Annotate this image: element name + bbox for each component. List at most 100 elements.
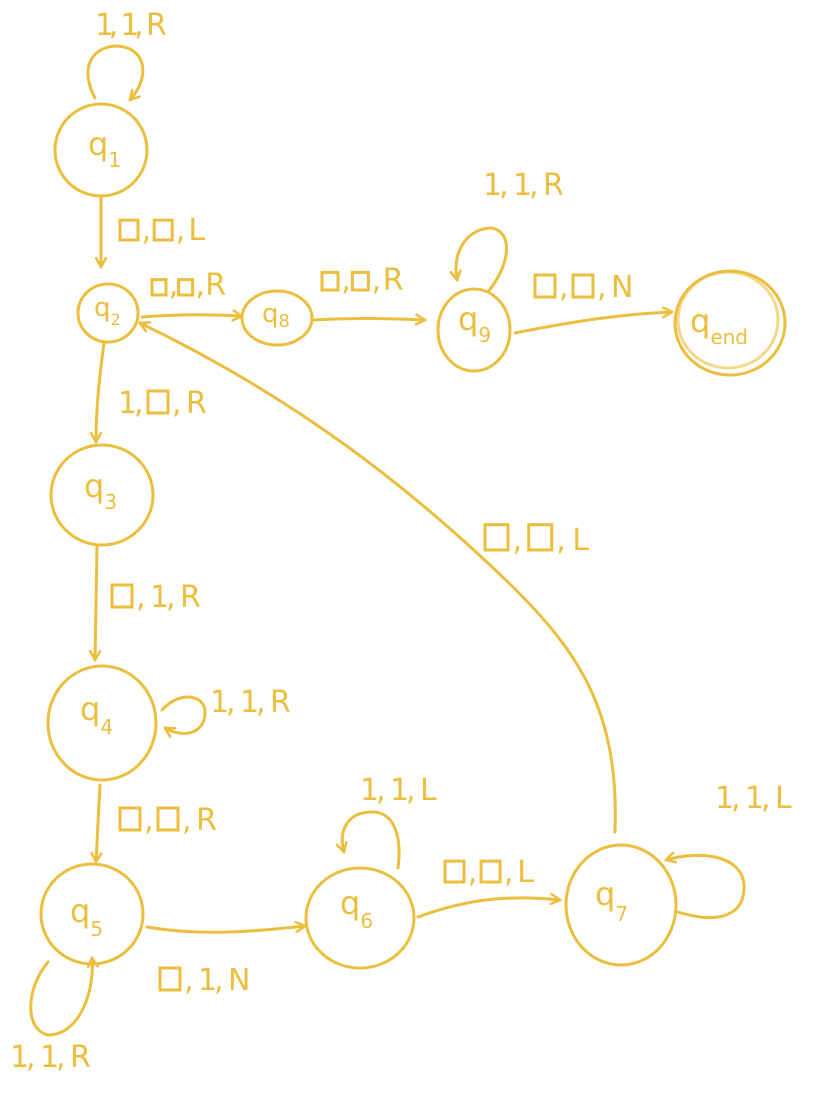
label-comma: , [529,168,539,203]
label-comma: , [184,963,194,998]
transition-label-q3-q4: ,1,R [110,580,201,615]
state-q9 [436,287,512,373]
transition-label-q1-q1: 1,1,R [95,8,167,43]
state-q1-name: q1 [88,125,121,172]
label-read-blank-symbol [533,273,557,299]
label-move: L [517,855,534,890]
state-qend-name: qend [690,302,748,349]
state-q4 [46,664,158,782]
transition-label-q4-q4: 1,1,R [210,685,291,720]
transition-label-q4-q5: ,,R [118,803,217,838]
state-q7-name: q7 [595,875,628,926]
label-comma: , [56,1040,66,1075]
label-comma: , [166,580,176,615]
label-comma: , [468,855,478,890]
label-write-blank-symbol [479,859,502,884]
transition-label-q6-q7: ,,L [443,855,534,890]
label-comma: , [134,386,144,421]
state-q2-name: q2 [94,293,121,329]
label-read: 1 [360,773,379,808]
edge-q4-loop [160,695,207,733]
label-write-blank-symbol [527,523,554,552]
label-read-blank-symbol [118,218,140,242]
state-q5 [39,862,145,966]
transition-label-q2-q8: ,,R [150,268,226,303]
label-read-blank-symbol [118,806,142,832]
state-q3-name: q3 [84,467,117,514]
edge-q5-q6 [145,926,307,934]
label-read: 1 [715,781,734,816]
label-read: 1 [10,1040,29,1075]
label-move: R [543,168,564,203]
label-write: 1 [745,781,764,816]
label-comma: , [176,213,186,248]
label-comma: , [513,523,523,558]
state-q8-name: q8 [262,299,290,332]
state-q9-name: q9 [458,300,491,347]
edge-q1-loop [86,44,145,102]
label-comma: , [182,803,192,838]
label-read: 1 [210,685,229,720]
state-q8 [240,289,314,347]
label-read-blank-symbol [320,270,340,292]
edge-q4-q5 [96,783,100,864]
label-move: R [146,8,167,43]
label-move: L [775,781,792,816]
label-comma: , [499,168,509,203]
label-read: 1 [95,8,114,43]
state-q5-name: q5 [70,892,103,941]
label-comma: , [504,855,514,890]
label-comma: , [134,8,144,43]
label-comma: , [109,8,119,43]
edge-q7-q2 [138,323,617,834]
label-write-blank-symbol [146,389,170,415]
label-write-blank-symbol [177,278,195,297]
transition-label-q2-q3: 1,,R [118,386,207,421]
label-move: R [205,268,226,303]
label-move: R [383,263,404,298]
label-comma: , [226,685,236,720]
label-comma: , [597,270,607,305]
label-comma: , [376,773,386,808]
edge-q9-loop [456,226,508,294]
label-move: R [180,580,201,615]
label-write-blank-symbol [152,218,174,242]
label-write-blank-symbol [156,806,180,832]
transition-label-q5-q5: 1,1,R [10,1040,91,1075]
label-move: R [270,685,291,720]
label-write: 1 [390,773,409,808]
transition-label-q8-q9: ,,R [320,263,404,298]
transition-labels: 1,1,R,,L,,R,,R1,1,R,,N1,,R,1,R1,1,R,,R1,… [10,8,792,1075]
label-move: R [196,803,217,838]
label-comma: , [169,268,179,303]
transition-label-q1-q2: ,,L [118,213,205,248]
label-comma: , [559,270,569,305]
transition-label-q7-q7: 1,1,L [715,781,792,816]
label-read: 1 [118,386,137,421]
label-comma: , [195,268,205,303]
edge-q5-loop [29,956,93,1037]
label-comma: , [372,263,382,298]
label-comma: , [556,523,566,558]
edge-q2-q8 [140,315,244,317]
label-write: 1 [198,963,217,998]
label-write: 1 [150,580,169,615]
state-q6-name: q6 [340,884,373,933]
label-read-blank-symbol [110,583,134,609]
label-write-blank-symbol [350,270,370,292]
label-move: L [572,523,589,558]
edge-q9-qend [513,312,674,335]
label-comma: , [142,213,152,248]
state-q1 [53,102,149,198]
edge-q8-q9 [311,319,427,321]
state-q2 [76,282,140,344]
label-comma: , [341,263,351,298]
transition-label-q7-q2: ,,L [483,523,589,558]
edge-q7-loop [664,855,746,920]
label-move: R [186,386,207,421]
label-write-blank-symbol [571,273,595,299]
label-comma: , [26,1040,36,1075]
label-read-blank-symbol [150,278,168,297]
edge-q6-loop [342,810,401,870]
label-write: 1 [40,1040,59,1075]
